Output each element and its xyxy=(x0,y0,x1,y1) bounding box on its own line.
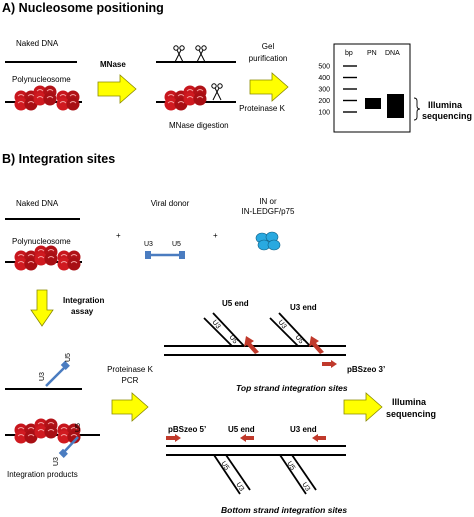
top-primer-arrow-1 xyxy=(244,336,259,354)
gel-ladder-labels: 500 400 300 200 100 xyxy=(318,64,330,117)
b-naked-dna-label: Naked DNA xyxy=(16,199,59,208)
a-mnase-label: MNase xyxy=(100,60,126,69)
b-arrow-pcr xyxy=(111,392,149,422)
top-primer-pbszeo3 xyxy=(322,360,337,368)
top-u3-end: U3 end xyxy=(290,303,317,312)
top-u5-end: U5 end xyxy=(222,299,249,308)
gel-bp-label: bp xyxy=(345,50,353,57)
nucleosome-icon xyxy=(34,245,58,266)
b-integration-label: Integration xyxy=(63,296,104,305)
top-strand-title: Top strand integration sites xyxy=(236,383,348,393)
gel-brace xyxy=(413,97,421,121)
donor-end-u5 xyxy=(179,251,185,259)
gel-ladder-bands xyxy=(343,65,357,113)
b-product-donor xyxy=(45,367,65,387)
bottom-pbszeo5-label: pBSzeo 5’ xyxy=(168,425,206,434)
b-product-donor-2-end xyxy=(58,448,68,458)
b-assay-label: assay xyxy=(71,307,94,316)
gel-band-pn xyxy=(365,98,381,109)
a-gel-label: Gel xyxy=(262,42,275,51)
top-u5-label: U5 xyxy=(227,334,238,345)
b-product-u5-2: U5 xyxy=(75,423,82,432)
top-u3-label: U3 xyxy=(210,319,221,330)
a-naked-dna-label: Naked DNA xyxy=(16,39,59,48)
b-plus-1: + xyxy=(116,231,121,240)
gel-lane-dna: DNA xyxy=(385,50,400,57)
b-polynucleosome-label: Polynucleosome xyxy=(12,237,71,246)
nucleosome-icon xyxy=(34,418,58,439)
gel-box xyxy=(333,43,411,133)
b-product-donor-2 xyxy=(63,436,79,453)
top-u3-label-2: U3 xyxy=(276,319,287,330)
donor-end-u3 xyxy=(145,251,151,259)
b-viral-donor-label: Viral donor xyxy=(151,199,190,208)
b-product-donor-end xyxy=(60,360,70,370)
nucleosome-icon xyxy=(56,90,80,111)
b-sequencing-label: sequencing xyxy=(386,409,436,419)
b-product-u3: U3 xyxy=(39,372,46,381)
panel-b-title: B) Integration sites xyxy=(2,152,115,166)
bottom-u3-end: U3 end xyxy=(290,425,317,434)
a-purification-label: purification xyxy=(249,54,288,63)
nucleosome-icon xyxy=(183,85,207,106)
b-illumina-label: Illumina xyxy=(392,397,427,407)
bottom-u3-label-2: U3 xyxy=(300,481,311,492)
gel-band-dna xyxy=(387,94,404,118)
a-arrow-1 xyxy=(97,74,137,104)
bottom-u5-end: U5 end xyxy=(228,425,255,434)
b-integration-products-label: Integration products xyxy=(7,470,78,479)
top-u5-label-2: U5 xyxy=(293,334,304,345)
bottom-u5-label-2: U5 xyxy=(285,460,296,471)
b-arrow-illumina xyxy=(343,392,383,422)
top-provirus-2 xyxy=(269,312,311,347)
top-provirus-1 xyxy=(203,312,245,347)
gel-ladder-label: 500 xyxy=(318,64,330,71)
nucleosome-icon xyxy=(14,423,38,444)
nucleosome-icon xyxy=(33,85,57,106)
b-product-u3-2: U3 xyxy=(53,457,60,466)
bottom-provirus-2 xyxy=(279,454,317,495)
gel-ladder-label: 300 xyxy=(318,87,330,94)
bottom-provirus-1 xyxy=(213,454,251,495)
top-pbszeo3-label: pBSzeo 3’ xyxy=(347,365,385,374)
b-donor-u5: U5 xyxy=(172,241,181,248)
scissors-icon xyxy=(211,83,223,101)
b-pcr-label: PCR xyxy=(122,376,139,385)
nucleosome-icon xyxy=(57,250,81,271)
a-polynucleosome-label: Polynucleosome xyxy=(12,75,71,84)
a-sequencing-label: sequencing xyxy=(422,111,472,121)
scissors-icon xyxy=(195,45,207,63)
b-proteinase-k-label: Proteinase K xyxy=(107,365,153,374)
b-plus-2: + xyxy=(213,231,218,240)
integrase-icon xyxy=(255,231,281,251)
b-donor-u3: U3 xyxy=(144,241,153,248)
gel-lane-pn: PN xyxy=(367,50,377,57)
gel-ladder-label: 400 xyxy=(318,75,330,82)
a-proteinase-k-label: Proteinase K xyxy=(239,104,285,113)
gel-ladder-label: 200 xyxy=(318,98,330,105)
a-arrow-2 xyxy=(249,72,289,102)
bottom-u3-label: U3 xyxy=(234,481,245,492)
b-arrow-down xyxy=(30,289,54,327)
scissors-icon xyxy=(173,45,185,63)
a-mnase-digestion-label: MNase digestion xyxy=(169,121,229,130)
top-primer-arrow-2 xyxy=(309,336,324,354)
bottom-primer-arrow-2 xyxy=(312,434,326,442)
b-product-u5: U5 xyxy=(65,353,72,362)
bottom-primer-arrow-1 xyxy=(240,434,254,442)
panel-a-title: A) Nucleosome positioning xyxy=(2,1,164,15)
gel-ladder-label: 100 xyxy=(318,110,330,117)
b-in-label: IN or xyxy=(259,197,277,206)
nucleosome-icon xyxy=(14,250,38,271)
bottom-strand-title: Bottom strand integration sites xyxy=(221,505,347,515)
bottom-u5-label: U5 xyxy=(219,460,230,471)
bottom-primer-pbszeo5 xyxy=(166,434,181,442)
a-illumina-label: Illumina xyxy=(428,100,463,110)
b-in-ledgf-label: IN-LEDGF/p75 xyxy=(242,207,295,216)
